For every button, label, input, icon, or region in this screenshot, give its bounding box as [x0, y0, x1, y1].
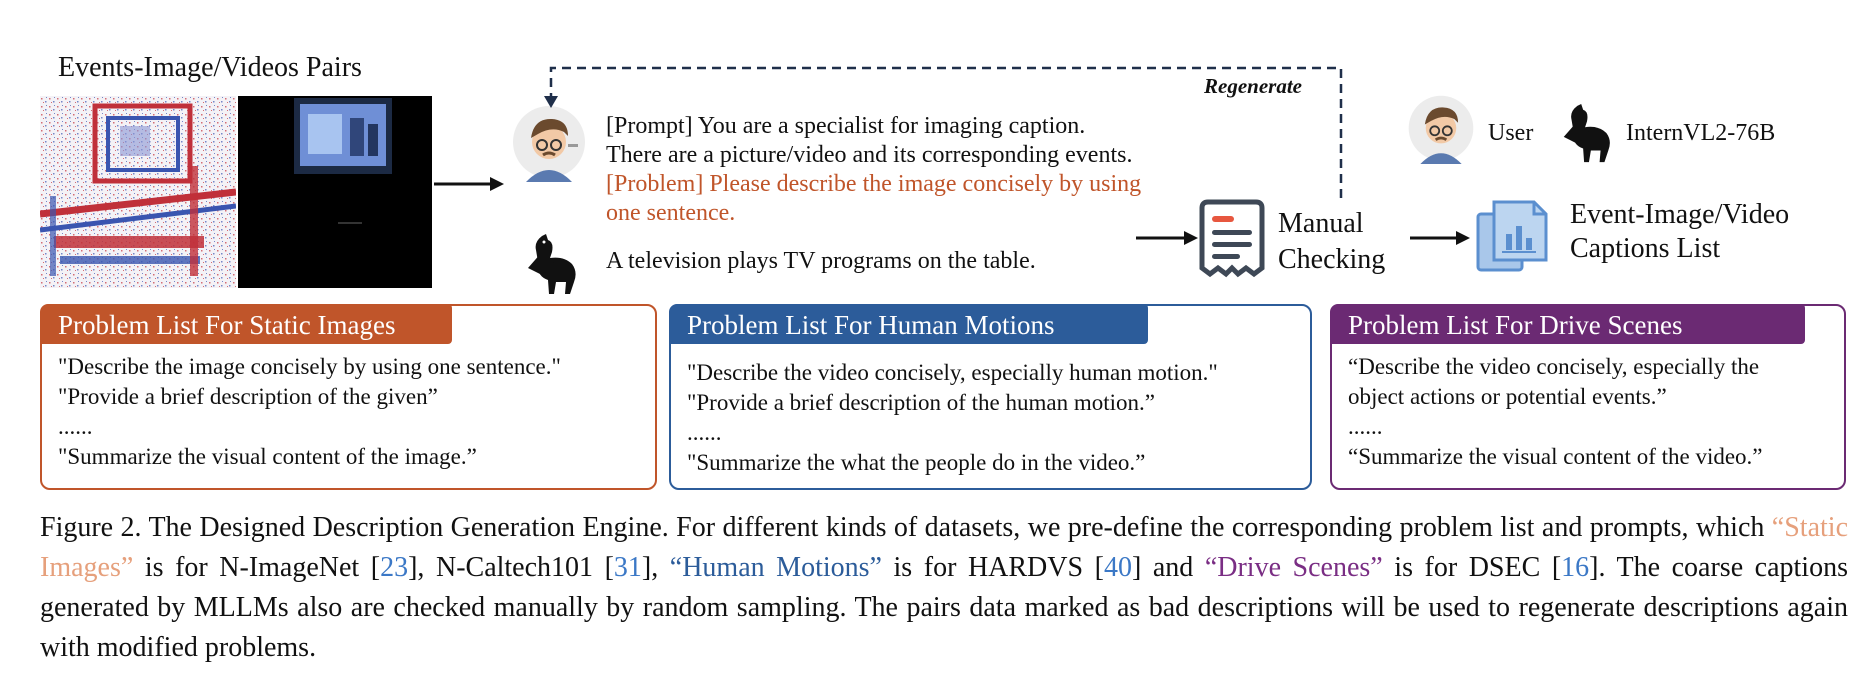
problem-line: one sentence. [606, 200, 736, 226]
panel-static-images: Problem List For Static Images "Describe… [40, 304, 657, 490]
regenerate-loop-arrow [544, 66, 1343, 198]
problem-item: "Provide a brief description of the huma… [687, 390, 1155, 415]
caption-text: ], [641, 552, 670, 583]
caption-text: is for DSEC [ [1382, 552, 1562, 583]
problem-item: "Summarize the visual content of the ima… [58, 444, 477, 469]
documents-chart-icon [1476, 200, 1548, 272]
arrow-right-icon [1136, 231, 1198, 245]
rgb-frame-image [238, 96, 432, 288]
caption-text: is for N-ImageNet [ [133, 552, 381, 583]
legend-model-label: InternVL2-76B [1626, 120, 1776, 146]
citation-link[interactable]: 31 [613, 552, 642, 583]
panel-title: Problem List For Human Motions [669, 304, 1148, 344]
citation-link[interactable]: 40 [1103, 552, 1132, 583]
pairs-title: Events-Image/Videos Pairs [58, 52, 362, 83]
problem-item: "Describe the image concisely by using o… [58, 354, 561, 379]
prompt-line: [Prompt] You are a specialist for imagin… [606, 113, 1086, 139]
problem-line: [Problem] Please describe the image conc… [606, 171, 1142, 197]
panel-title: Problem List For Drive Scenes [1330, 304, 1805, 344]
alpaca-icon [1563, 103, 1610, 163]
problem-item: "Describe the video concisely, especiall… [687, 360, 1218, 385]
prompt-block: [Prompt] You are a specialist for imagin… [606, 112, 1141, 228]
manual-checking-label: Manual Checking [1278, 206, 1385, 278]
problem-item: "Provide a brief description of the give… [58, 384, 438, 409]
event-frame-image [40, 96, 236, 288]
captions-line: Event-Image/Video [1570, 199, 1790, 230]
caption-human-motions: “Human Motions” [669, 552, 882, 583]
caption-text: ]. The coarse captions generated by MLLM… [40, 552, 1848, 663]
citation-link[interactable]: 16 [1561, 552, 1590, 583]
regenerate-label: Regenerate [1204, 74, 1302, 98]
caption-text: Figure 2. The Designed Description Gener… [40, 512, 1772, 543]
caption-text: ], N-Caltech101 [ [408, 552, 614, 583]
panel-human-motions: Problem List For Human Motions "Describe… [669, 304, 1312, 490]
caption-text: is for HARDVS [ [881, 552, 1104, 583]
prompt-line: There are a picture/video and its corres… [606, 142, 1133, 168]
problem-item: object actions or potential events.” [1348, 384, 1667, 409]
caption-static-images: “Static Images” [40, 512, 1848, 583]
arrow-right-icon [1410, 231, 1470, 245]
citation-link[interactable]: 23 [380, 552, 409, 583]
panel-drive-scenes: Problem List For Drive Scenes “Describe … [1330, 304, 1846, 490]
problem-item: ...... [687, 420, 722, 445]
problem-items: "Describe the image concisely by using o… [58, 352, 561, 472]
legend-user-label: User [1488, 120, 1534, 146]
panel-title: Problem List For Static Images [40, 304, 452, 344]
problem-item: "Summarize the what the people do in the… [687, 450, 1146, 475]
captions-line: Captions List [1570, 233, 1721, 264]
problem-item: ...... [1348, 414, 1383, 439]
model-answer: A television plays TV programs on the ta… [606, 248, 1036, 274]
user-avatar-icon [1408, 95, 1474, 164]
caption-drive-scenes: “Drive Scenes” [1204, 552, 1383, 583]
problem-item: “Summarize the visual content of the vid… [1348, 444, 1763, 469]
problem-item: “Describe the video concisely, especiall… [1348, 354, 1760, 379]
problem-items: “Describe the video concisely, especiall… [1348, 352, 1763, 472]
user-avatar-icon [513, 106, 585, 182]
figure-caption: Figure 2. The Designed Description Gener… [40, 508, 1848, 668]
problem-items: "Describe the video concisely, especiall… [687, 358, 1218, 478]
checking-line: Manual [1278, 208, 1364, 239]
arrow-right-icon [434, 177, 504, 191]
captions-list-label: Event-Image/Video Captions List [1570, 198, 1789, 266]
checking-line: Checking [1278, 244, 1386, 275]
receipt-icon [1199, 199, 1265, 278]
alpaca-icon [528, 234, 576, 294]
caption-text: ] and [1131, 552, 1205, 583]
problem-item: ...... [58, 414, 93, 439]
